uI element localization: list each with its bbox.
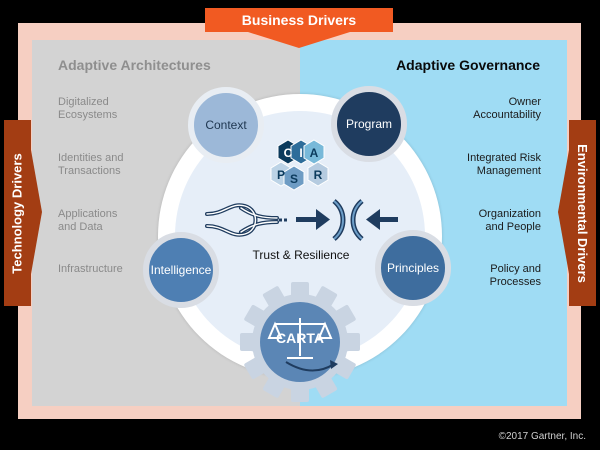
right-item-organization-people: Organization and People	[478, 208, 541, 233]
business-drivers-arrow	[248, 32, 350, 48]
knot-icon	[205, 203, 289, 237]
environmental-drivers-tab: Environmental Drivers	[569, 120, 596, 306]
intelligence-node: Intelligence	[143, 232, 219, 308]
business-drivers-label: Business Drivers	[241, 12, 357, 28]
letter-p: P	[277, 168, 285, 182]
letter-s: S	[290, 172, 298, 186]
context-node: Context	[188, 87, 264, 163]
converging-arrows-icon	[296, 199, 398, 241]
scales-icon	[267, 318, 333, 359]
environmental-drivers-label: Environmental Drivers	[575, 143, 590, 283]
letter-a: A	[310, 146, 319, 160]
principles-label: Principles	[386, 261, 440, 275]
adaptive-architectures-title: Adaptive Architectures	[58, 57, 211, 73]
trust-resilience-caption: Trust & Resilience	[252, 248, 350, 262]
program-node: Program	[331, 86, 407, 162]
left-item-applications-data: Applications and Data	[58, 208, 118, 233]
technology-drivers-tab: Technology Drivers	[4, 120, 31, 306]
right-item-owner-accountability: Owner Accountability	[473, 96, 541, 121]
left-item-identities-transactions: Identities and Transactions	[58, 152, 124, 177]
circular-arrow-icon	[285, 360, 338, 372]
environmental-drivers-arrow	[558, 150, 569, 274]
program-label: Program	[345, 117, 392, 131]
principles-node: Principles	[375, 230, 451, 306]
right-item-integrated-risk: Integrated Risk Management	[467, 152, 541, 177]
letter-i: I	[299, 146, 302, 160]
adaptive-governance-title: Adaptive Governance	[396, 57, 540, 73]
intelligence-label: Intelligence	[150, 263, 212, 277]
context-label: Context	[205, 118, 247, 132]
hexagon-cluster-icon: C I A P S R	[270, 139, 329, 191]
carta-label: CARTA	[276, 330, 324, 346]
letter-r: R	[314, 168, 323, 182]
letter-c: C	[284, 146, 293, 160]
right-item-policy-processes: Policy and Processes	[489, 263, 541, 288]
technology-drivers-label: Technology Drivers	[10, 152, 25, 274]
technology-drivers-arrow	[31, 150, 42, 274]
left-item-infrastructure: Infrastructure	[58, 263, 123, 275]
left-item-digitalized-ecosystems: Digitalized Ecosystems	[58, 96, 118, 121]
copyright-notice: ©2017 Gartner, Inc.	[498, 431, 586, 442]
business-drivers-banner: Business Drivers	[205, 8, 393, 32]
